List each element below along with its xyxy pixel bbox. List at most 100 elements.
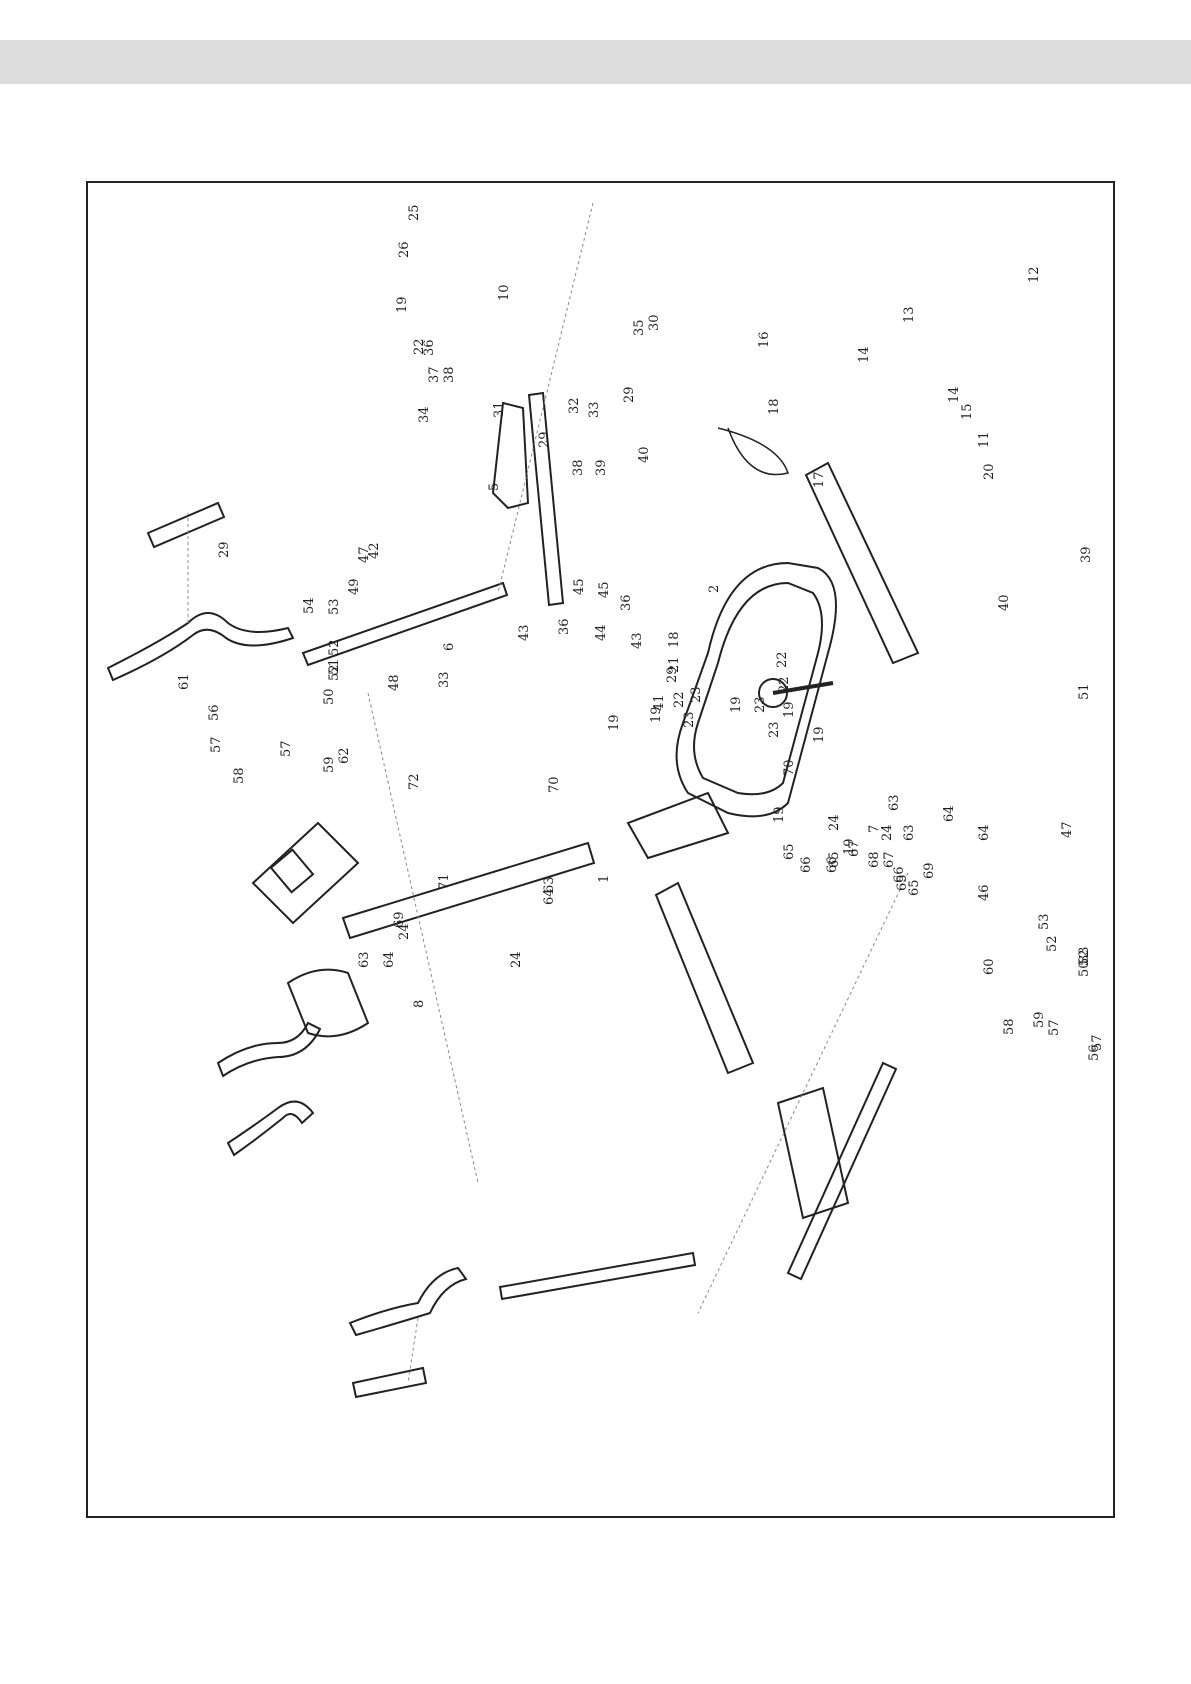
part-number-label: 64 [942,805,957,822]
part-number-label: 29 [665,666,680,683]
exploded-parts-diagram: 1234567891011121313141415161718181919191… [86,181,1115,1518]
part-number-label: 58 [232,767,247,784]
part-number-label: 24 [827,814,842,831]
part-number-label: 29 [622,386,637,403]
part-number-label: 31 [492,401,507,418]
part-number-label: 38 [571,459,586,476]
part-number-label: 63 [902,824,917,841]
part-number-label: 53 [327,598,342,615]
part-number-label: 19 [782,701,797,718]
part-number-label: 23 [682,711,697,728]
part-number-label: 45 [597,581,612,598]
part-number-label: 2 [707,585,722,593]
part-number-label: 70 [547,776,562,793]
part-number-label: 19 [729,696,744,713]
part-number-label: 52 [1077,949,1092,966]
part-number-label: 1 [597,875,612,883]
part-number-label: 14 [947,386,962,403]
part-number-label: 42 [367,542,382,559]
part-number-label: 36 [422,339,437,356]
part-number-label: 66 [892,866,907,883]
part-number-label: 65 [895,874,910,891]
part-number-label: 63 [542,876,557,893]
part-number-label: 49 [347,578,362,595]
handlebar-frame [286,968,370,1038]
part-label-layer: 1234567891011121313141415161718181919191… [177,204,1105,1061]
part-number-label: 25 [407,204,422,221]
part-number-label: 29 [537,431,552,448]
part-number-label: 20 [982,463,997,480]
part-number-label: 59 [322,756,337,773]
part-number-label: 6 [442,643,457,651]
part-number-label: 64 [542,888,557,905]
part-number-label: 33 [437,671,452,688]
part-number-label: 16 [757,331,772,348]
part-number-label: 40 [997,594,1012,611]
part-number-label: 14 [857,346,872,363]
part-number-label: 19 [812,726,827,743]
part-number-label: 67 [882,851,897,868]
part-number-label: 39 [594,459,609,476]
part-number-label: 40 [637,446,652,463]
part-number-label: 17 [812,471,827,488]
part-number-label: 58 [1002,1018,1017,1035]
part-number-label: 15 [960,403,975,420]
part-number-label: 36 [557,618,572,635]
part-number-label: 64 [977,824,992,841]
pedal-arm-right [527,391,565,607]
upright-post [341,841,596,940]
part-number-label: 23 [753,696,768,713]
frame-post [626,791,730,860]
console [251,821,360,925]
part-number-label: 57 [279,740,294,757]
part-number-label: 65 [827,851,842,868]
part-number-label: 39 [1079,546,1094,563]
part-number-label: 56 [207,704,222,721]
part-number-label: 24 [397,923,412,940]
main-frame-inner [693,581,823,796]
part-number-label: 8 [412,1000,427,1008]
part-number-label: 7 [867,825,882,833]
part-number-label: 52 [1045,935,1060,952]
part-number-label: 68 [867,851,882,868]
diagram-drawing: 1234567891011121313141415161718181919191… [106,202,1105,1399]
part-number-label: 18 [767,398,782,415]
flywheel-hub [758,678,788,708]
part-number-label: 18 [667,631,682,648]
part-number-label: 5 [487,483,502,491]
part-number-label: 19 [607,714,622,731]
part-number-label: 57 [209,736,224,753]
part-number-label: 13 [902,306,917,323]
part-number-label: 34 [417,406,432,423]
part-number-label: 45 [572,578,587,595]
part-number-label: 19 [772,806,787,823]
part-number-label: 33 [1077,946,1092,963]
part-number-label: 56 [1087,1044,1102,1061]
part-number-label: 30 [647,314,662,331]
part-number-label: 36 [619,594,634,611]
part-number-label: 64 [382,951,397,968]
part-number-label: 23 [689,686,704,703]
handlebar-lower-2 [226,1100,315,1157]
part-number-label: 72 [407,773,422,790]
part-number-label: 50 [322,688,337,705]
part-number-label: 22 [775,651,790,668]
part-number-label: 70 [782,759,797,776]
part-number-label: 11 [977,431,992,448]
part-number-label: 63 [357,951,372,968]
arm-tube-lower [498,1251,697,1301]
part-number-label: 51 [1077,683,1092,700]
arm-tube-left [301,581,509,667]
grip-upper [146,501,226,549]
part-number-label: 33 [587,401,602,418]
part-number-label: 43 [630,632,645,649]
part-number-label: 65 [782,843,797,860]
part-number-label: 52 [327,664,342,681]
part-number-label: 51 [327,658,342,675]
part-number-label: 69 [392,911,407,928]
part-number-label: 23 [767,721,782,738]
part-number-label: 67 [847,840,862,857]
part-number-label: 43 [517,624,532,641]
part-number-label: 19 [649,706,664,723]
part-number-label: 47 [1060,821,1075,838]
